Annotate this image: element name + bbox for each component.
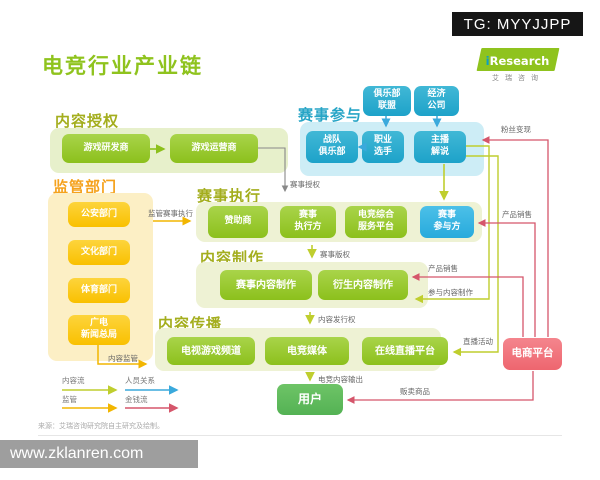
label-product-sales-top: 产品销售 — [502, 210, 532, 219]
node-club-alliance: 俱乐部 联盟 — [363, 86, 411, 116]
iresearch-logo: iResearch 艾瑞咨询 — [476, 48, 560, 83]
node-public-security: 公安部门 — [68, 202, 130, 227]
node-game-developer: 游戏研发商 — [62, 134, 150, 163]
legend-supervision: 监管 — [62, 395, 77, 404]
node-event-executor: 赛事 执行方 — [280, 206, 336, 238]
legend-content-flow: 内容流 — [62, 376, 85, 385]
label-fans-monetization: 粉丝变现 — [501, 125, 531, 134]
label-participate-production: 参与内容制作 — [428, 288, 473, 297]
page-title: 电竞行业产业链 — [42, 54, 203, 78]
section-title-content-auth: 内容授权 — [55, 112, 120, 130]
iresearch-logo-subtitle: 艾瑞咨询 — [492, 74, 544, 82]
section-title-participation: 赛事参与 — [298, 106, 363, 124]
source-note: 来源：艾瑞咨询研究院自主研究及绘制。 — [38, 422, 164, 430]
label-product-sales-mid: 产品销售 — [428, 264, 458, 273]
section-title-execution: 赛事执行 — [197, 187, 262, 205]
label-esports-content-output: 电竞内容输出 — [318, 375, 363, 384]
node-event-content-production: 赛事内容制作 — [220, 270, 312, 300]
iresearch-logo-mark: iResearch — [476, 48, 560, 71]
node-game-operator: 游戏运营商 — [170, 134, 258, 163]
logo-rest: Research — [489, 54, 550, 68]
node-pro-player: 职业 选手 — [362, 131, 404, 163]
label-content-publish-right: 内容发行权 — [318, 315, 356, 324]
label-sell-goods: 贩卖商品 — [400, 387, 430, 396]
label-content-supervision: 内容监管 — [108, 354, 138, 363]
node-derivative-content-production: 衍生内容制作 — [318, 270, 408, 300]
node-ecommerce-platform: 电商平台 — [503, 338, 562, 370]
node-sports-dept: 体育部门 — [68, 278, 130, 303]
node-culture-dept: 文化部门 — [68, 240, 130, 265]
node-event-participants: 赛事 参与方 — [420, 206, 474, 238]
node-broadcast-bureau: 广电 新闻总局 — [68, 315, 130, 345]
node-sponsor: 赞助商 — [208, 206, 268, 238]
node-user: 用户 — [277, 384, 343, 415]
node-esports-service-platform: 电竞综合 服务平台 — [345, 206, 407, 238]
node-streamer-caster: 主播 解说 — [414, 131, 466, 163]
label-event-authorization: 赛事授权 — [290, 180, 320, 189]
tg-banner: TG: MYYJJPP — [452, 12, 583, 36]
legend-people-relation: 人员关系 — [125, 376, 155, 385]
divider-line — [38, 435, 562, 436]
node-live-streaming-platform: 在线直播平台 — [362, 337, 448, 365]
watermark-url: www.zklanren.com — [0, 440, 198, 468]
node-esports-media: 电竞媒体 — [265, 337, 349, 365]
node-tv-game-channel: 电视游戏频道 — [167, 337, 255, 365]
node-team-club: 战队 俱乐部 — [306, 131, 358, 163]
label-event-copyright: 赛事版权 — [320, 250, 350, 259]
node-agency-company: 经济 公司 — [414, 86, 459, 116]
section-title-regulators: 监管部门 — [53, 178, 118, 196]
label-supervise-event-execution: 监管赛事执行 — [148, 209, 193, 218]
legend-money-flow: 金钱流 — [125, 395, 148, 404]
label-live-activity: 直播活动 — [463, 337, 493, 346]
